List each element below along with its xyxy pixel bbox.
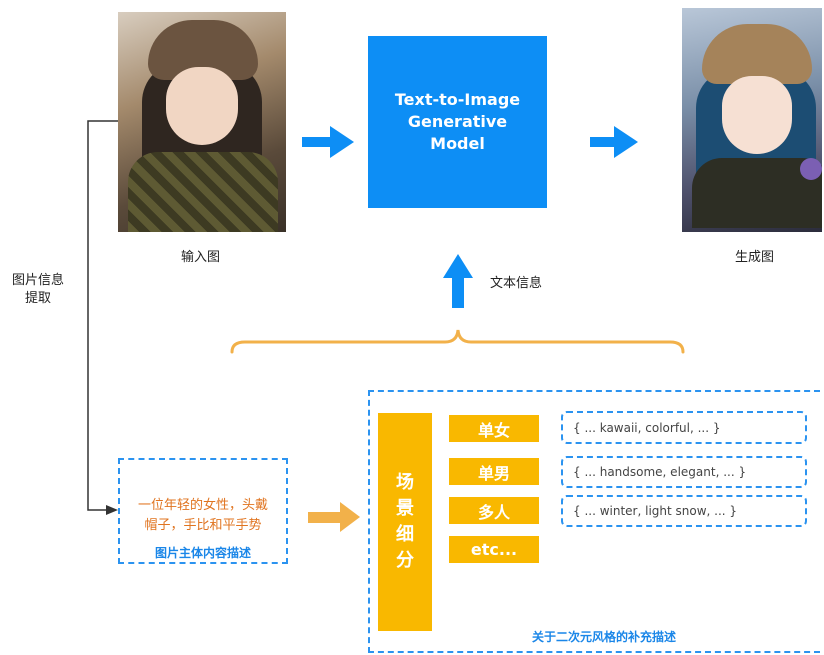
arrow-desc-to-scene <box>308 502 360 532</box>
keywords-single-female: { ... kawaii, colorful, ... } <box>561 411 807 444</box>
subject-desc-line2: 帽子，手比和平手势 <box>144 518 262 533</box>
supplement-box <box>368 390 820 653</box>
category-etc: etc... <box>449 536 539 563</box>
subject-desc-line1: 一位年轻的女性，头戴 <box>137 498 268 513</box>
model-title-line1: Text-to-Image <box>394 90 521 109</box>
supplement-title: 关于二次元风格的补充描述 <box>532 630 677 644</box>
extraction-line <box>87 120 118 515</box>
rose-shape <box>800 158 822 180</box>
arrow-model-to-output <box>590 126 638 158</box>
side-label: 图片信息 提取 <box>6 272 70 308</box>
anime-hat-shape <box>702 24 812 84</box>
scene-char-3: 细 <box>396 524 414 545</box>
keywords-single-male: { ... handsome, elegant, ... } <box>561 456 807 488</box>
scene-breakdown-column: 场 景 细 分 <box>378 413 432 631</box>
side-label-line2: 提取 <box>24 291 51 306</box>
side-label-line1: 图片信息 <box>11 273 64 288</box>
scene-char-1: 场 <box>396 472 414 493</box>
category-multi-person: 多人 <box>449 497 539 524</box>
output-image <box>682 8 822 232</box>
scene-char-4: 分 <box>396 550 414 571</box>
input-caption: 输入图 <box>181 250 221 265</box>
category-single-male: 单男 <box>449 458 539 485</box>
input-image <box>118 12 286 232</box>
scene-char-2: 景 <box>396 498 414 519</box>
coat-shape <box>128 152 278 232</box>
generative-model-box: Text-to-Image Generative Model <box>368 36 547 208</box>
arrow-input-to-model <box>302 126 354 158</box>
arrow-text-to-model <box>443 254 473 308</box>
model-title-line2: Generative <box>407 112 508 131</box>
face-shape <box>166 67 238 145</box>
output-caption: 生成图 <box>735 250 775 265</box>
subject-description-box: 一位年轻的女性，头戴 帽子，手比和平手势 图片主体内容描述 <box>118 458 288 564</box>
brace <box>230 329 685 354</box>
text-info-label: 文本信息 <box>490 276 543 291</box>
model-title-line3: Model <box>430 134 485 153</box>
subject-desc-title: 图片主体内容描述 <box>154 546 251 560</box>
category-single-female: 单女 <box>449 415 539 442</box>
keywords-multi-person: { ... winter, light snow, ... } <box>561 495 807 527</box>
anime-face-shape <box>722 76 792 154</box>
